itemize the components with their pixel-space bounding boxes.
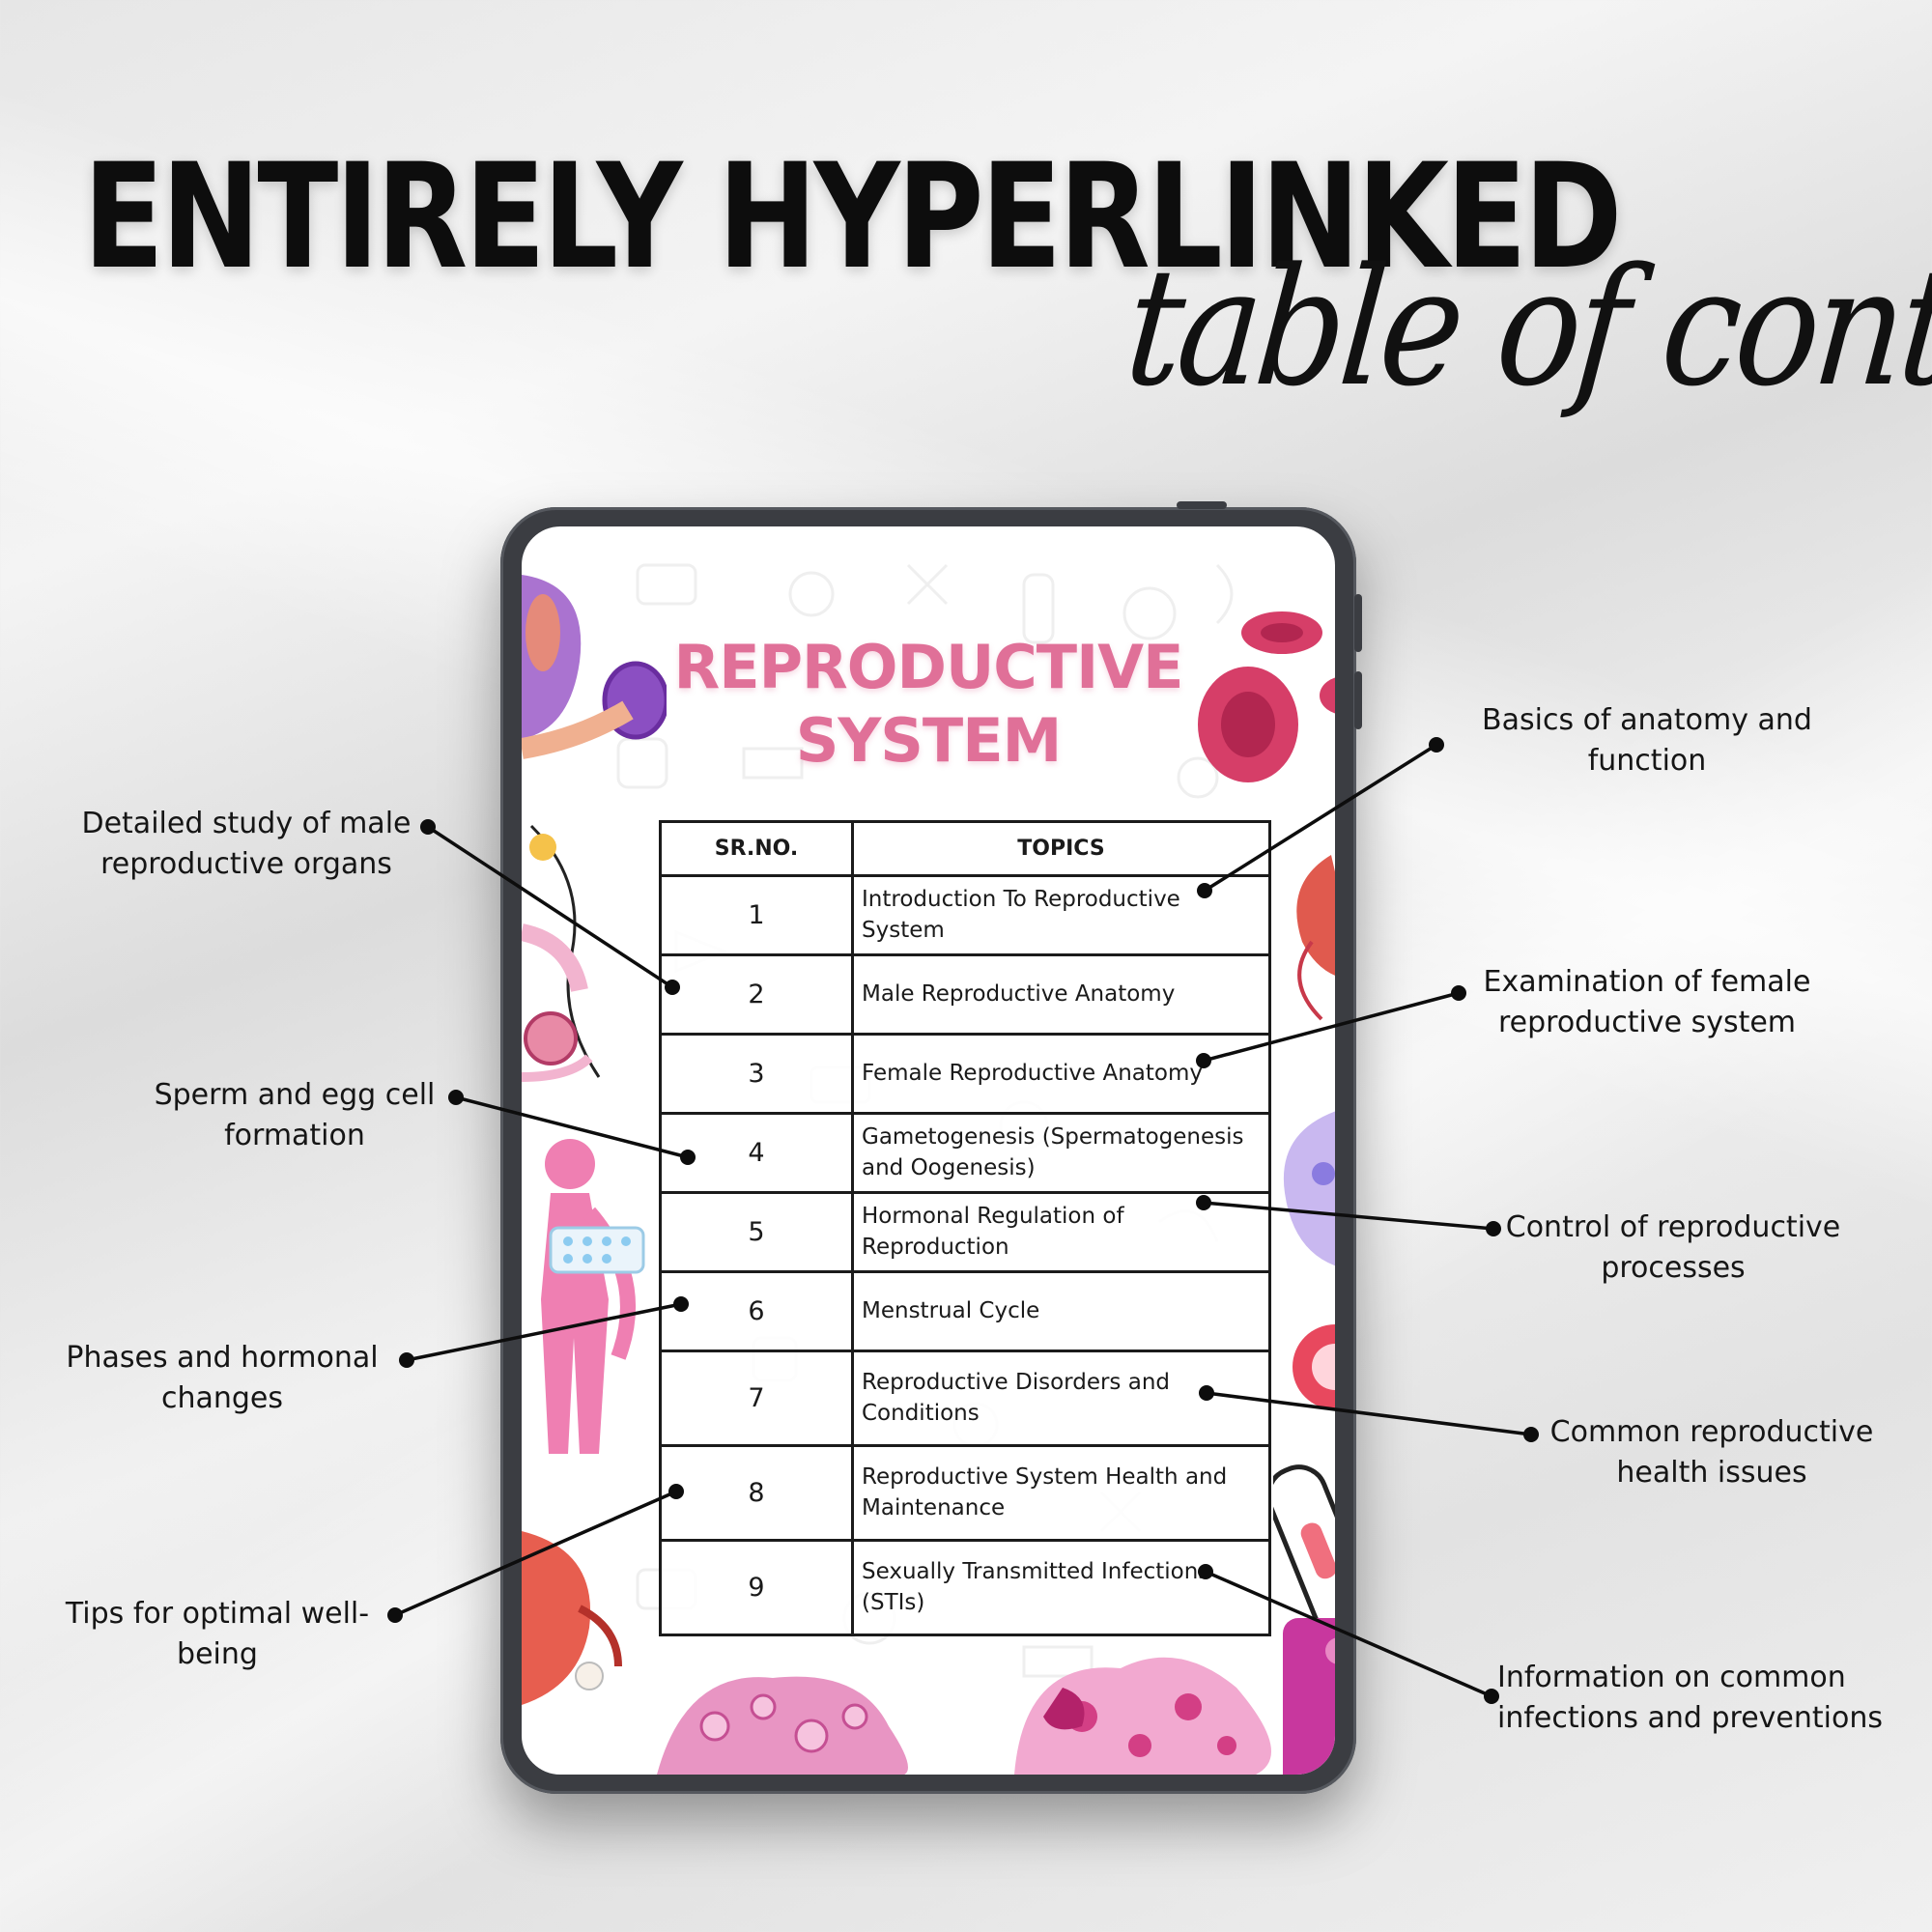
connector-dot bbox=[1523, 1427, 1539, 1442]
annotation-infections: Information on common infections and pre… bbox=[1497, 1661, 1883, 1735]
row-number: 9 bbox=[659, 1539, 854, 1636]
topic-link[interactable]: Menstrual Cycle bbox=[851, 1270, 1271, 1352]
tablet-volume-button bbox=[1354, 594, 1362, 652]
topic-link[interactable]: Female Reproductive Anatomy bbox=[851, 1033, 1271, 1115]
table-row[interactable]: 4 Gametogenesis (Spermatogenesis and Oog… bbox=[659, 1112, 1271, 1194]
pelvis-outline-illustration bbox=[522, 824, 601, 1078]
uterus-illustration bbox=[522, 1011, 593, 1082]
organ-illustration-right bbox=[1296, 855, 1335, 1021]
row-number: 8 bbox=[659, 1444, 854, 1542]
table-row[interactable]: 8 Reproductive System Health and Mainten… bbox=[659, 1444, 1271, 1542]
connector-dot bbox=[1198, 1564, 1213, 1579]
bottom-tissue-illustration bbox=[657, 1657, 1271, 1775]
connector-dot bbox=[1196, 1195, 1211, 1210]
row-number: 1 bbox=[659, 874, 854, 956]
connector-dot bbox=[1199, 1385, 1214, 1401]
connector-line bbox=[1205, 1570, 1492, 1698]
connector-dot bbox=[448, 1090, 464, 1105]
annotation-cell-formation: Sperm and egg cell formation bbox=[154, 1078, 436, 1152]
male-anatomy-illustration bbox=[522, 575, 667, 759]
screen-title-line1: REPRODUCTIVE bbox=[673, 632, 1184, 702]
tablet-screen: REPRODUCTIVE SYSTEM SR.NO. TOPICS 1 Intr… bbox=[522, 526, 1335, 1775]
cell-illustration-right bbox=[1283, 1111, 1335, 1266]
connector-dot bbox=[1197, 883, 1212, 898]
table-row[interactable]: 2 Male Reproductive Anatomy bbox=[659, 953, 1271, 1036]
tablet-frame: REPRODUCTIVE SYSTEM SR.NO. TOPICS 1 Intr… bbox=[500, 501, 1362, 1794]
connector-dot bbox=[1429, 737, 1444, 753]
annotation-female-system: Examination of female reproductive syste… bbox=[1483, 965, 1811, 1039]
connector-dot bbox=[673, 1296, 689, 1312]
row-number: 6 bbox=[659, 1270, 854, 1352]
connector-line bbox=[427, 825, 673, 989]
topic-link[interactable]: Male Reproductive Anatomy bbox=[851, 953, 1271, 1036]
headline: ENTIRELY HYPERLINKED bbox=[83, 133, 1623, 301]
connector-dot bbox=[399, 1352, 414, 1368]
connector-line bbox=[1203, 991, 1460, 1063]
row-number: 4 bbox=[659, 1112, 854, 1194]
uterus-red-illustration bbox=[522, 1531, 622, 1705]
connector-line bbox=[394, 1490, 677, 1617]
red-blood-cells-illustration bbox=[1198, 611, 1335, 782]
connector-line bbox=[455, 1095, 689, 1159]
annotation-health-issues: Common reproductive health issues bbox=[1549, 1415, 1874, 1490]
table-row[interactable]: 6 Menstrual Cycle bbox=[659, 1270, 1271, 1352]
table-header-row: SR.NO. TOPICS bbox=[659, 820, 1271, 877]
test-kit-illustration bbox=[1273, 1464, 1335, 1636]
connector-dot bbox=[1196, 1053, 1211, 1068]
connector-line bbox=[1206, 1391, 1532, 1436]
connector-line bbox=[1203, 1201, 1494, 1231]
egg-cell-illustration bbox=[1293, 1324, 1335, 1409]
annotation-hormonal-phases: Phases and hormonal changes bbox=[66, 1341, 379, 1415]
connector-dot bbox=[1451, 985, 1466, 1001]
annotation-anatomy-basics: Basics of anatomy and function bbox=[1482, 703, 1812, 778]
annotation-control-processes: Control of reproductive processes bbox=[1505, 1210, 1841, 1285]
tablet-power-button bbox=[1177, 501, 1227, 509]
table-row[interactable]: 3 Female Reproductive Anatomy bbox=[659, 1033, 1271, 1115]
annotation-well-being: Tips for optimal well- being bbox=[65, 1597, 370, 1671]
topic-link[interactable]: Reproductive System Health and Maintenan… bbox=[851, 1444, 1271, 1542]
connector-dot bbox=[680, 1150, 696, 1165]
connector-dot bbox=[387, 1607, 403, 1623]
row-number: 3 bbox=[659, 1033, 854, 1115]
row-number: 7 bbox=[659, 1350, 854, 1447]
connector-dot bbox=[1484, 1689, 1499, 1704]
female-body-illustration bbox=[541, 1139, 645, 1454]
connector-line bbox=[406, 1302, 682, 1362]
row-number: 2 bbox=[659, 953, 854, 1036]
connector-dot bbox=[668, 1484, 684, 1499]
topic-link[interactable]: Sexually Transmitted Infections (STIs) bbox=[851, 1539, 1271, 1636]
connector-dot bbox=[420, 819, 436, 835]
tablet-volume-button-2 bbox=[1354, 671, 1362, 729]
annotation-male-organs: Detailed study of male reproductive orga… bbox=[81, 807, 412, 881]
connector-dot bbox=[665, 980, 680, 995]
connector-line bbox=[1204, 743, 1437, 893]
topic-link[interactable]: Gametogenesis (Spermatogenesis and Oogen… bbox=[851, 1112, 1271, 1194]
row-number: 5 bbox=[659, 1191, 854, 1273]
tablet-device-illustration bbox=[1283, 1618, 1335, 1775]
screen-title-line2: SYSTEM bbox=[795, 705, 1063, 776]
connector-dot bbox=[1486, 1221, 1501, 1236]
header-sr-no: SR.NO. bbox=[659, 820, 854, 877]
table-row[interactable]: 9 Sexually Transmitted Infections (STIs) bbox=[659, 1539, 1271, 1636]
